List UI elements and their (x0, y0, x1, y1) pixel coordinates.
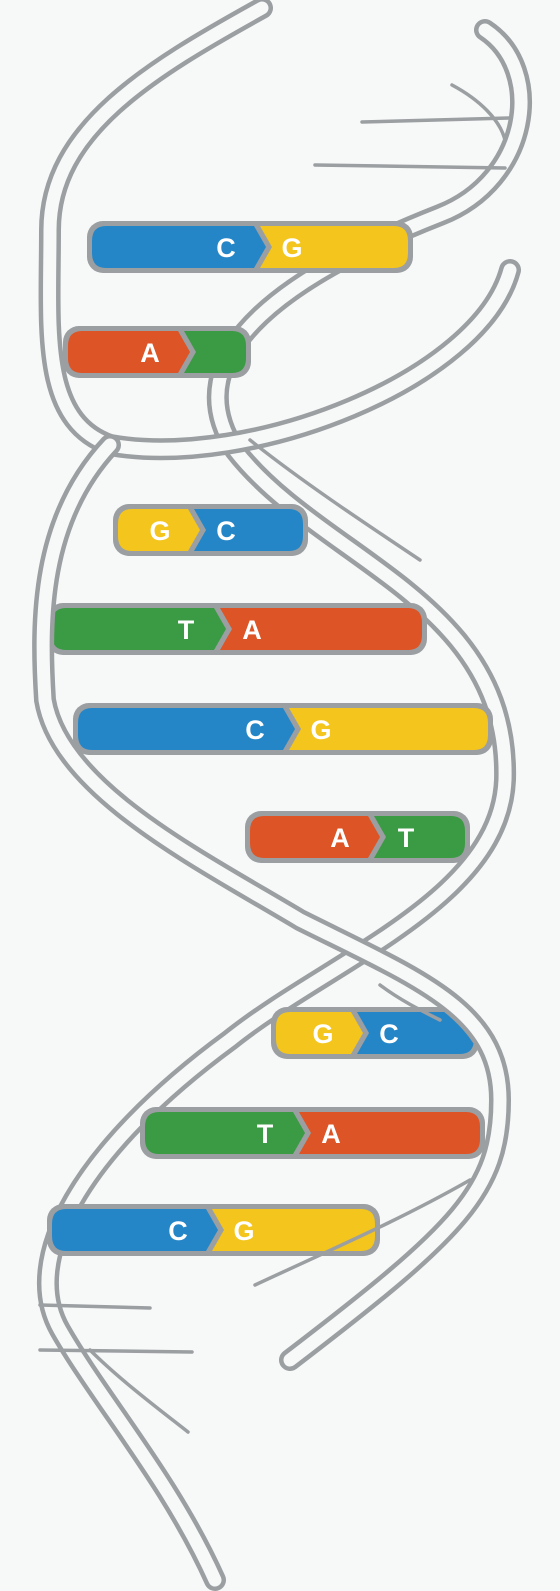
base-letter: C (379, 1019, 399, 1049)
base-letter: T (178, 615, 195, 645)
base-letter: T (257, 1119, 274, 1149)
base-c-segment (357, 1012, 474, 1054)
base-t-segment (184, 331, 246, 373)
base-letter: C (216, 233, 236, 263)
base-g-segment (260, 226, 408, 268)
base-pair: A (63, 326, 251, 378)
base-c-segment (92, 226, 266, 268)
base-g-segment (118, 509, 200, 551)
base-letter: G (233, 1216, 254, 1246)
base-letter: G (312, 1019, 333, 1049)
base-g-segment (289, 708, 488, 750)
base-a-segment (250, 816, 380, 858)
base-a-segment (299, 1112, 480, 1154)
base-letter: A (140, 338, 160, 368)
base-letter: C (168, 1216, 188, 1246)
base-c-segment (194, 509, 303, 551)
base-letter: T (398, 823, 415, 853)
front-strand (32, 0, 521, 1371)
base-a-segment (220, 608, 422, 650)
base-c-segment (52, 1209, 218, 1251)
base-letter: G (281, 233, 302, 263)
base-g-segment (212, 1209, 375, 1251)
base-letter: A (330, 823, 350, 853)
base-letter: C (245, 715, 265, 745)
base-g-segment (276, 1012, 363, 1054)
base-t-segment (145, 1112, 305, 1154)
base-letter: G (310, 715, 331, 745)
base-a-segment (68, 331, 190, 373)
base-c-segment (78, 708, 295, 750)
base-t-segment (52, 608, 226, 650)
base-letter: A (242, 615, 262, 645)
base-t-segment (374, 816, 465, 858)
base-letter: G (149, 516, 170, 546)
base-letter: C (216, 516, 236, 546)
base-letter: A (321, 1119, 341, 1149)
sketch-lines (38, 83, 512, 1434)
